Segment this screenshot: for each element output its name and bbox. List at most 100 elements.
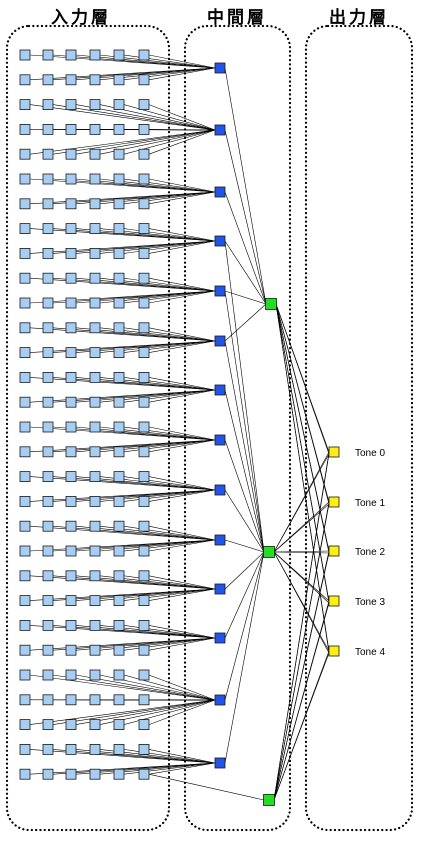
edge-input-hidden1 [29,129,216,155]
input-unit [19,570,31,582]
edge-hidden2-output [273,453,330,553]
input-unit [113,247,125,259]
input-unit [42,247,54,259]
input-unit [138,595,150,606]
input-unit [138,545,150,557]
edge-hidden1-hidden2 [224,340,265,553]
input-unit [89,744,101,755]
edge-input-hidden1 [52,129,216,155]
input-unit [19,545,31,557]
input-unit [113,595,125,606]
edge-hidden1-hidden2 [224,551,265,639]
input-unit [65,322,77,334]
input-unit [138,446,150,458]
input-unit [19,347,31,359]
input-unit [138,719,150,730]
input-unit [89,669,101,681]
input-unit [113,421,125,433]
input-unit [19,471,31,483]
edge-hidden1-hidden2 [224,551,265,701]
edge-hidden2-output [275,303,330,455]
input-unit [89,768,101,780]
input-unit [89,272,101,284]
edge-input-hidden1 [52,637,216,651]
edge-input-hidden1 [52,228,216,242]
edge-input-hidden1 [148,674,216,701]
edge-input-hidden1 [29,525,216,541]
input-unit [42,768,54,780]
edge-input-hidden1 [52,340,216,353]
input-unit [19,322,31,334]
input-unit [19,371,31,383]
output-layer-region [304,24,414,832]
output-layer-title: 出力層 [329,7,389,28]
input-unit [19,694,31,706]
input-unit [138,49,150,61]
hidden1-unit [214,62,226,74]
input-unit [113,371,125,383]
input-unit [138,620,150,631]
input-layer-title: 入力層 [51,7,111,28]
input-unit [113,471,125,483]
edge-input-hidden1 [52,426,216,441]
input-unit [113,620,125,631]
edge-input-hidden1 [52,290,216,304]
edge-input-hidden1 [52,525,216,541]
input-unit [19,173,31,185]
input-unit [42,719,54,730]
edge-input-hidden1 [148,476,216,491]
hidden-layer-region [183,24,292,832]
input-unit [42,297,54,309]
input-unit [113,173,125,185]
edge-input-hidden1 [29,277,216,292]
hidden1-unit [214,632,226,644]
hidden1-unit [214,694,226,706]
input-unit [89,694,101,706]
input-unit [19,719,31,730]
edge-hidden2-output [273,552,330,801]
edge-input-hidden1 [148,191,216,205]
hidden1-unit [214,534,226,546]
input-unit [113,495,125,507]
input-unit [89,247,101,259]
edge-input-hidden1 [29,178,216,193]
input-unit [65,347,77,359]
hidden1-unit [214,235,226,247]
edge-input-hidden1 [148,773,265,801]
hidden1-unit [214,757,226,769]
edge-input-hidden1 [52,104,216,131]
input-unit [138,744,150,755]
edge-hidden1-hidden2 [224,191,267,305]
input-unit [42,272,54,284]
input-unit [113,148,125,160]
input-unit [19,297,31,309]
input-unit [113,545,125,557]
input-unit [42,421,54,433]
edge-input-hidden1 [148,67,216,81]
input-unit [89,446,101,458]
hidden1-unit [214,484,226,496]
hidden2-unit [263,546,275,558]
edge-hidden1-hidden2 [224,551,265,590]
edge-input-hidden1 [52,762,216,775]
input-unit [89,148,101,160]
edge-input-hidden1 [52,625,216,639]
edge-input-hidden1 [29,699,216,725]
input-unit [19,421,31,433]
input-unit [89,124,101,135]
input-unit [138,520,150,532]
edge-input-hidden1 [52,588,216,601]
edge-input-hidden1 [148,228,216,242]
input-unit [65,644,77,656]
edge-input-hidden1 [52,191,216,205]
input-unit [42,570,54,582]
input-unit [138,247,150,259]
edge-hidden1-hidden2 [224,240,265,553]
edge-hidden1-hidden2 [224,489,265,553]
edge-input-hidden1 [148,327,216,342]
output-unit [328,446,340,458]
input-unit [113,396,125,408]
edge-input-hidden1 [123,476,216,491]
input-unit [89,99,101,110]
